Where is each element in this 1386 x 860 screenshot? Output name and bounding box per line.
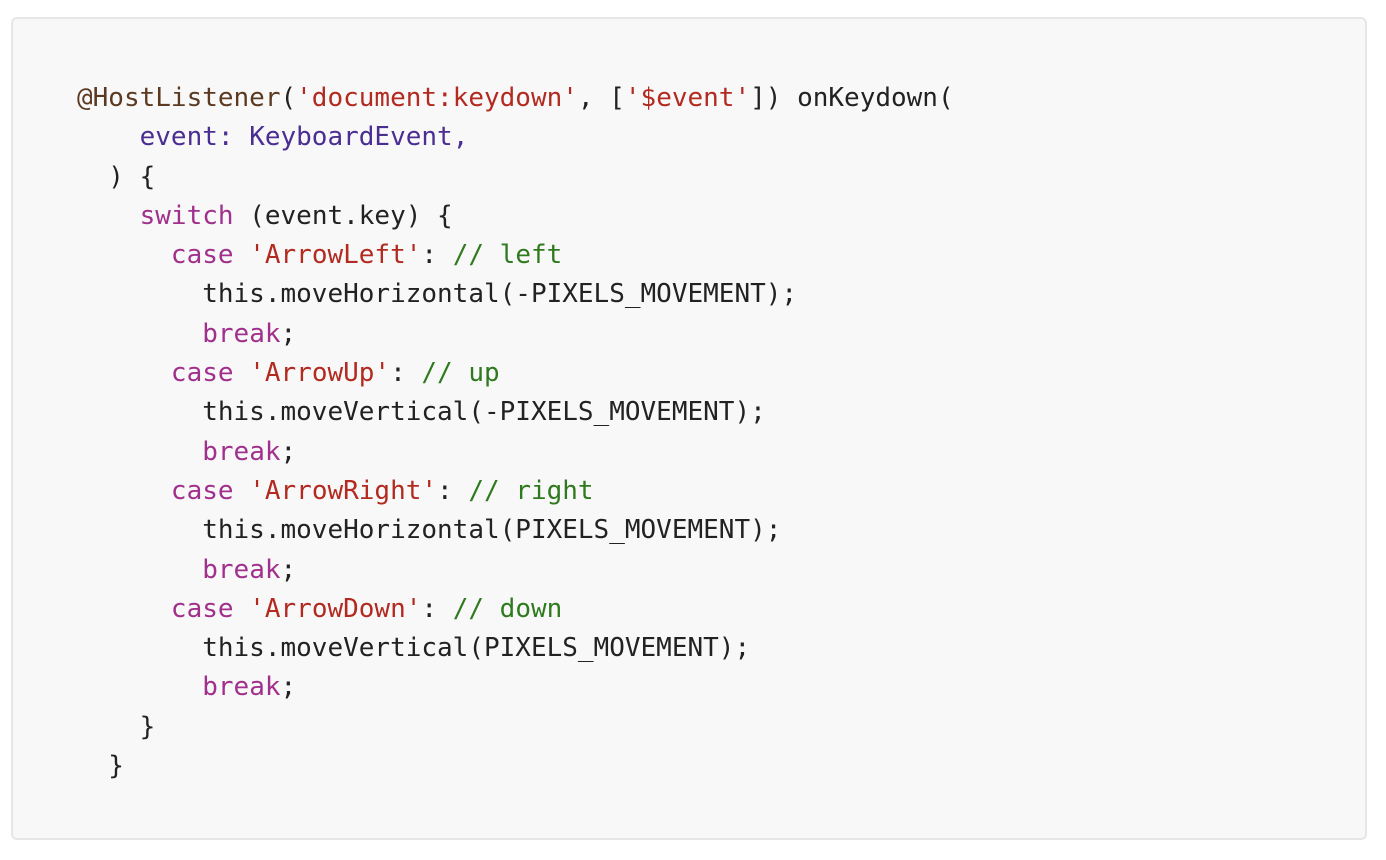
- code-line: this.moveVertical(PIXELS_MOVEMENT);: [77, 629, 954, 668]
- code-line: case 'ArrowRight': // right: [77, 472, 954, 511]
- code-token-plain: :: [421, 593, 453, 624]
- code-token-plain: [77, 555, 202, 585]
- code-token-plain: [77, 437, 202, 467]
- code-token-string: 'ArrowUp': [249, 358, 391, 389]
- code-token-plain: :: [390, 358, 422, 389]
- code-line: break;: [77, 551, 954, 590]
- code-token-plain: ) {: [77, 161, 156, 192]
- code-token-plain: ;: [280, 672, 297, 703]
- code-token-string: 'document:keydown': [296, 83, 578, 113]
- code-token-keyword: switch: [139, 200, 234, 231]
- code-line: switch (event.key) {: [77, 197, 954, 236]
- code-listing: @HostListener('document:keydown', ['$eve…: [77, 79, 954, 786]
- code-line: this.moveHorizontal(-PIXELS_MOVEMENT);: [77, 275, 954, 314]
- code-token-plain: (: [280, 83, 297, 113]
- code-line: break;: [77, 668, 954, 707]
- code-token-decorator: @HostListener: [77, 83, 281, 113]
- code-token-plain: , [: [577, 83, 625, 113]
- code-token-keyword: case: [170, 240, 234, 271]
- code-token-plain: ;: [280, 318, 297, 349]
- code-token-plain: ;: [280, 436, 297, 467]
- code-token-plain: this.moveHorizontal(-PIXELS_MOVEMENT);: [77, 279, 798, 310]
- code-token-string: 'ArrowRight': [249, 475, 438, 506]
- code-token-plain: [234, 358, 250, 388]
- code-line: case 'ArrowLeft': // left: [77, 236, 954, 275]
- code-line: break;: [77, 433, 954, 472]
- code-token-keyword: break: [202, 672, 281, 703]
- code-token-plain: :: [421, 240, 453, 271]
- code-token-plain: this.moveHorizontal(PIXELS_MOVEMENT);: [77, 515, 782, 546]
- code-token-keyword: case: [170, 593, 234, 624]
- code-token-plain: ]) onKeydown(: [750, 83, 954, 113]
- code-line: ) {: [77, 158, 954, 197]
- code-line: break;: [77, 315, 954, 354]
- code-token-param: event: KeyboardEvent,: [139, 122, 469, 153]
- code-line: case 'ArrowDown': // down: [77, 590, 954, 629]
- code-line: event: KeyboardEvent,: [77, 118, 954, 157]
- code-line: @HostListener('document:keydown', ['$eve…: [77, 79, 954, 118]
- code-line: }: [77, 708, 954, 747]
- code-token-plain: [77, 201, 140, 231]
- code-token-plain: }: [77, 751, 124, 782]
- code-block: @HostListener('document:keydown', ['$eve…: [11, 17, 1367, 840]
- code-token-plain: [77, 358, 171, 388]
- code-token-plain: [77, 594, 171, 624]
- code-token-keyword: break: [202, 436, 281, 467]
- code-token-keyword: break: [202, 318, 281, 349]
- code-token-comment: // left: [452, 240, 563, 271]
- code-token-comment: // right: [468, 475, 594, 506]
- code-line: this.moveVertical(-PIXELS_MOVEMENT);: [77, 393, 954, 432]
- code-token-keyword: case: [170, 358, 234, 389]
- code-token-plain: [77, 122, 140, 152]
- code-token-plain: [77, 240, 171, 270]
- code-token-plain: this.moveVertical(PIXELS_MOVEMENT);: [77, 633, 751, 664]
- code-token-plain: [234, 594, 250, 624]
- code-token-plain: [77, 476, 171, 506]
- code-token-plain: (event.key) {: [233, 200, 453, 231]
- code-token-plain: [234, 476, 250, 506]
- code-token-keyword: break: [202, 554, 281, 585]
- code-token-string: '$event': [624, 83, 751, 113]
- code-token-string: 'ArrowDown': [249, 593, 422, 624]
- code-token-plain: }: [77, 711, 156, 742]
- code-token-comment: // up: [421, 358, 500, 389]
- code-line: }: [77, 747, 954, 786]
- code-token-plain: this.moveVertical(-PIXELS_MOVEMENT);: [77, 397, 766, 428]
- code-token-plain: [77, 319, 202, 349]
- code-token-plain: :: [437, 475, 469, 506]
- code-token-keyword: case: [170, 475, 234, 506]
- code-token-comment: // down: [452, 593, 563, 624]
- code-token-plain: [234, 240, 250, 270]
- code-line: this.moveHorizontal(PIXELS_MOVEMENT);: [77, 511, 954, 550]
- code-token-string: 'ArrowLeft': [249, 240, 422, 271]
- code-line: case 'ArrowUp': // up: [77, 354, 954, 393]
- code-token-plain: [77, 672, 202, 702]
- code-token-plain: ;: [280, 554, 297, 585]
